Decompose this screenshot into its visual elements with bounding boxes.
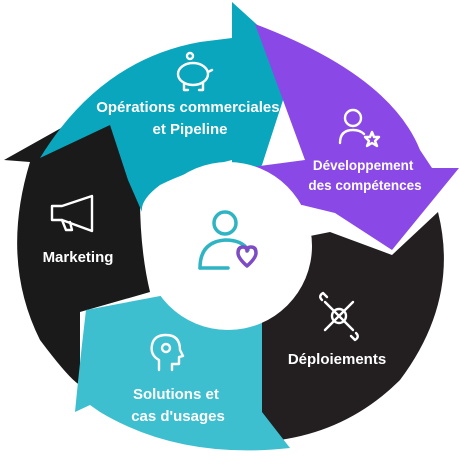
piggy-bank-icon <box>176 51 214 92</box>
user-star-icon <box>338 108 381 148</box>
label-operations: Opérations commerciales et Pipeline <box>96 99 284 138</box>
heart-icon <box>236 245 258 268</box>
megaphone-icon <box>50 194 94 233</box>
label-deploiements: Déploiements <box>288 351 386 368</box>
label-developpement-line-1: Développement <box>313 158 414 173</box>
segment-developpement <box>244 24 459 250</box>
tools-gear-icon <box>319 291 359 342</box>
label-developpement-line-2: des compétences <box>308 178 421 193</box>
label-solutions: Solutions et cas d'usages <box>131 386 225 425</box>
label-marketing: Marketing <box>43 249 114 266</box>
label-deploiements-line-1: Déploiements <box>288 351 386 368</box>
label-solutions-line-1: Solutions et <box>133 386 219 403</box>
label-operations-line-1: Opérations commerciales <box>96 99 279 116</box>
label-developpement: Développement des compétences <box>308 158 421 193</box>
center-disc <box>144 162 312 330</box>
segment-solutions <box>75 290 290 451</box>
segment-marketing <box>4 95 160 385</box>
person-heart-icon <box>198 210 250 270</box>
segment-operations <box>40 2 296 212</box>
head-gear-icon <box>150 333 185 372</box>
label-solutions-line-2: cas d'usages <box>131 408 225 425</box>
label-marketing-line-1: Marketing <box>43 249 114 266</box>
label-operations-line-2: et Pipeline <box>152 121 227 138</box>
